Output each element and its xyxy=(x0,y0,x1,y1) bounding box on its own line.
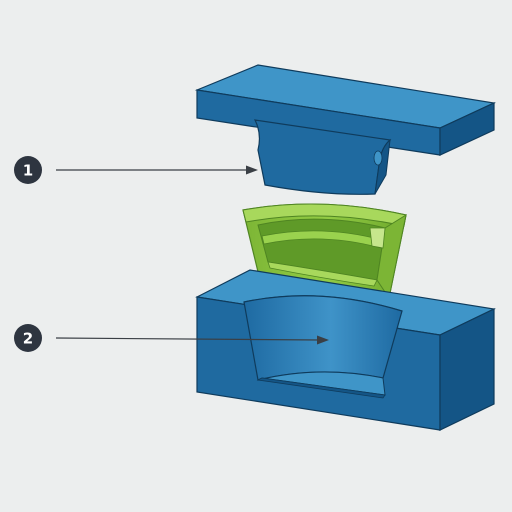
callout-1-number: 1 xyxy=(23,162,33,180)
callout-2-leader xyxy=(55,337,321,341)
callout-2-arrowhead xyxy=(317,335,329,345)
lower-die-side xyxy=(439,308,495,431)
cavity-floor xyxy=(257,371,386,396)
callout-2: 2 xyxy=(14,324,329,352)
cavity-bottom-band xyxy=(256,377,386,399)
part-inner-floor xyxy=(267,261,378,287)
callout-1-arrowhead xyxy=(246,165,258,175)
lower-die-cavity xyxy=(195,269,496,431)
upper-die-punch xyxy=(194,64,497,195)
callout-1: 1 xyxy=(14,156,258,184)
molded-cup-part xyxy=(242,203,407,300)
callout-2-badge xyxy=(14,324,42,352)
callout-2-number: 2 xyxy=(23,330,33,348)
upper-plate-side xyxy=(439,102,495,156)
callout-1-badge xyxy=(14,156,42,184)
part-cut-notch xyxy=(369,227,386,249)
punch-notch xyxy=(373,150,383,166)
